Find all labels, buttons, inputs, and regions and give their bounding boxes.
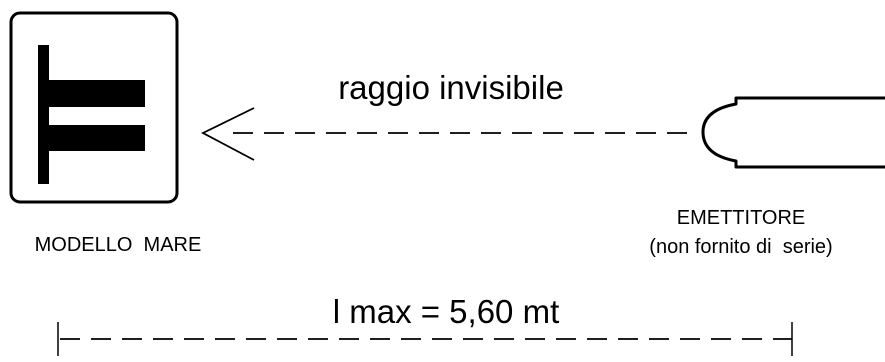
receiver-housing <box>9 11 179 204</box>
beam-label: raggio invisibile <box>338 69 564 106</box>
distance-label: l max = 5,60 mt <box>333 293 560 330</box>
receiver-mount-bar <box>38 45 49 184</box>
device-name-label: MODELLO MARE <box>35 234 202 256</box>
receiver-upper-prong <box>49 80 145 107</box>
receiver-lower-prong <box>49 125 145 151</box>
emitter-note-label: (non fornito di serie) <box>649 236 832 258</box>
receiver-device <box>9 11 179 204</box>
emitter-label: EMETTITORE <box>677 207 806 229</box>
beam-arrow <box>201 107 688 161</box>
emitter-device <box>701 96 885 169</box>
distance-dimension <box>57 322 793 356</box>
arrow-head <box>201 107 255 161</box>
